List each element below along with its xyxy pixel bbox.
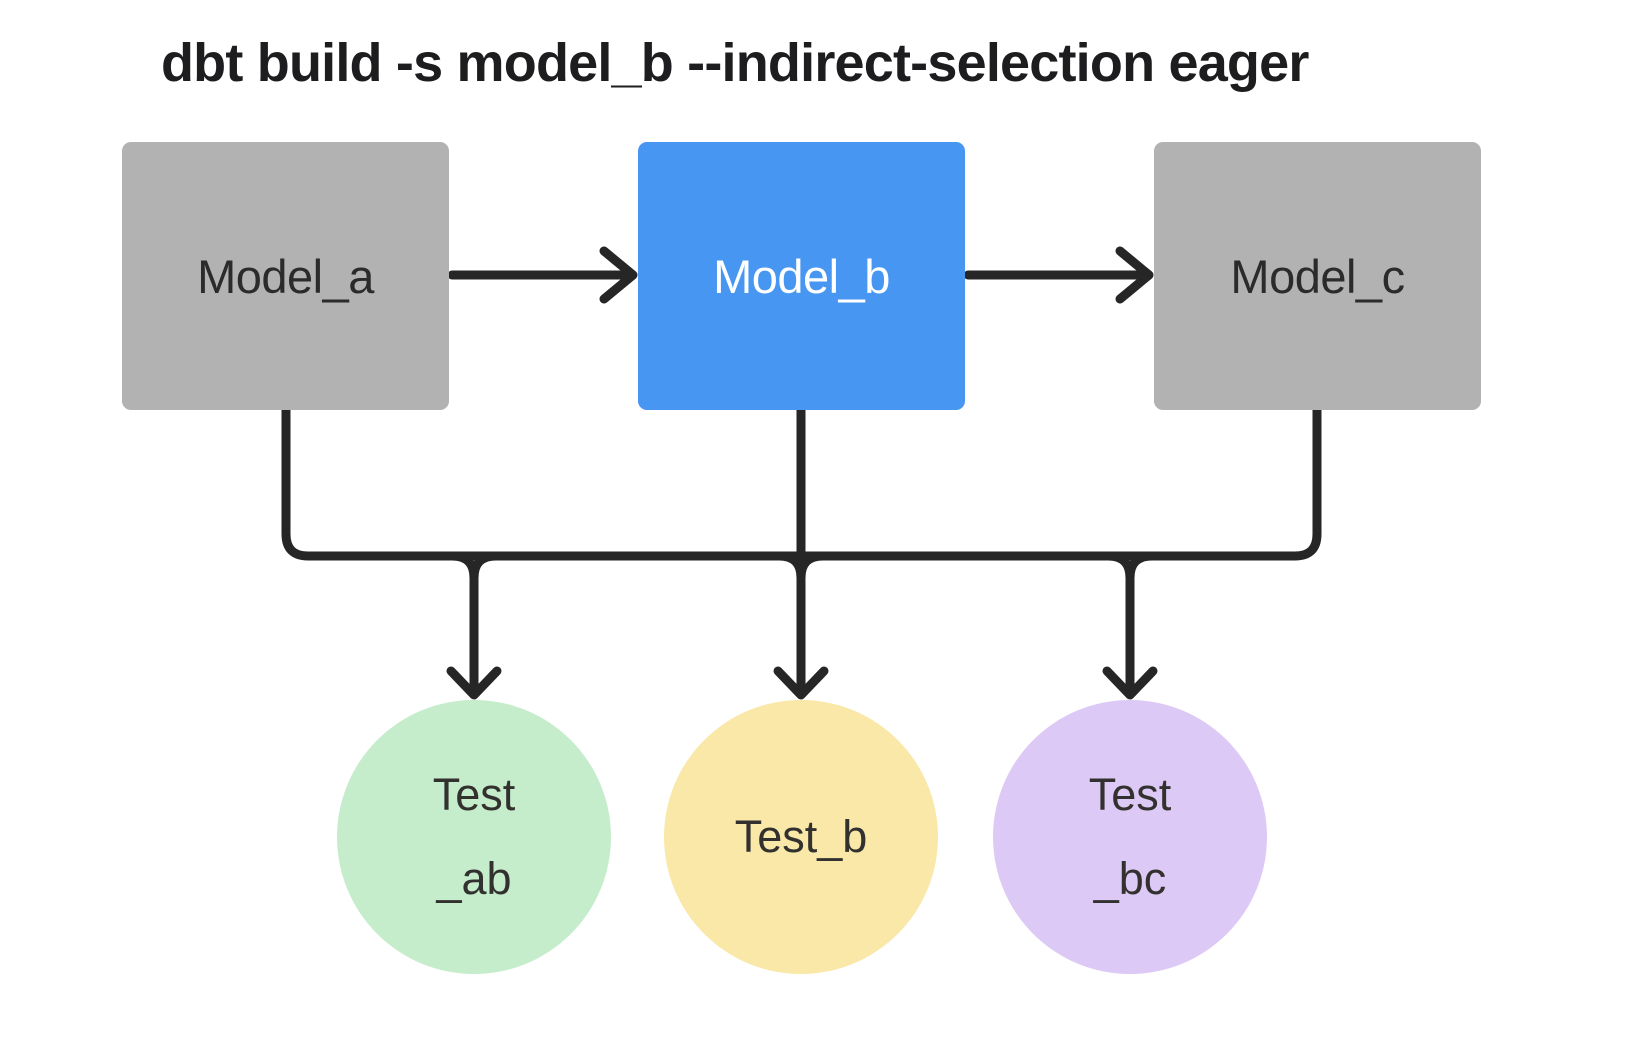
- arrowhead-into-model-b: [599, 246, 638, 304]
- node-test-bc-label-line-2: _bc: [1093, 853, 1167, 904]
- node-test-ab-label-line-2: _ab: [436, 853, 512, 904]
- node-model-a-label: Model_a: [197, 249, 374, 303]
- arrowhead-into-model-c: [1115, 246, 1154, 304]
- fork-shoulder-right-test-ab: [469, 551, 501, 583]
- node-model-c: Model_c: [1154, 142, 1481, 410]
- node-model-c-label: Model_c: [1230, 249, 1405, 303]
- node-test-ab-label-line-1: Test: [432, 769, 516, 820]
- arrowhead-into-test-b: [773, 666, 829, 700]
- node-test-bc-label-line-1: Test: [1088, 769, 1172, 820]
- node-test-b: Test_b: [664, 700, 938, 974]
- node-test-bc: Test _bc: [993, 700, 1267, 974]
- node-model-b: Model_b: [638, 142, 965, 410]
- node-test-ab: Test _ab: [337, 700, 611, 974]
- node-test-b-label-line-1: Test_b: [734, 811, 868, 862]
- arrowhead-into-test-bc: [1102, 666, 1158, 700]
- node-model-a: Model_a: [122, 142, 449, 410]
- diagram-title: dbt build -s model_b --indirect-selectio…: [161, 33, 1309, 93]
- fork-shoulder-right-test-bc: [1125, 551, 1157, 583]
- node-model-b-label: Model_b: [713, 249, 890, 303]
- fork-shoulder-right-model-b: [796, 551, 828, 583]
- arrowhead-into-test-ab: [446, 666, 502, 700]
